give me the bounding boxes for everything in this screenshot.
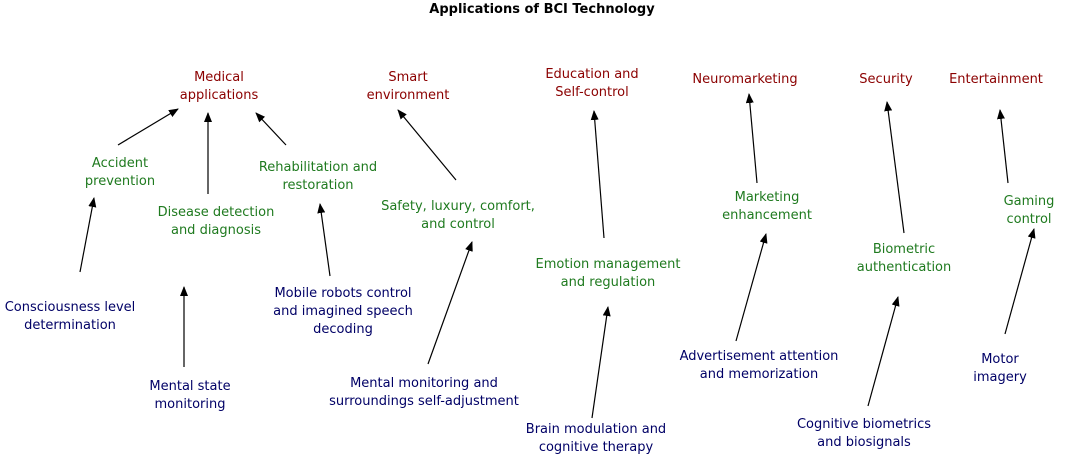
source-cognitive-biometrics: Cognitive biometrics and biosignals xyxy=(796,417,932,450)
arrow-rehab-to-medical xyxy=(255,112,287,146)
arrow-biometric-to-security xyxy=(884,101,905,234)
arrow-marketing-to-neuro xyxy=(745,93,758,184)
arrow-emotion-to-education xyxy=(590,110,605,239)
category-entertainment: Entertainment xyxy=(949,72,1043,87)
source-advertisement-attention: Advertisement attention and memorization xyxy=(679,349,839,382)
source-brain-modulation: Brain modulation and cognitive therapy xyxy=(525,422,667,455)
app-accident-prevention: Accident prevention xyxy=(84,156,156,189)
arrow-mobilerobots-to-rehab xyxy=(317,203,331,277)
source-mobile-robots: Mobile robots control and imagined speec… xyxy=(273,286,413,337)
arrow-mentalmonitoring-to-safety xyxy=(427,241,473,365)
app-emotion-management: Emotion management and regulation xyxy=(535,257,681,290)
source-motor-imagery: Motor imagery xyxy=(973,352,1027,385)
arrow-motor-to-gaming xyxy=(1004,228,1036,335)
app-safety-luxury: Safety, luxury, comfort, and control xyxy=(381,199,535,232)
arrow-consciousness-to-accident xyxy=(79,197,97,273)
arrow-gaming-to-entertainment xyxy=(997,109,1009,184)
arrow-cognitive-to-biometric xyxy=(867,296,900,407)
category-neuromarketing: Neuromarketing xyxy=(692,72,798,87)
source-consciousness-level: Consciousness level determination xyxy=(4,300,136,333)
arrow-accident-to-medical xyxy=(117,108,179,146)
category-education: Education and Self-control xyxy=(545,67,639,100)
category-security: Security xyxy=(859,72,913,87)
arrow-advert-to-marketing xyxy=(735,233,768,342)
app-disease-detection: Disease detection and diagnosis xyxy=(157,205,275,238)
source-mental-state: Mental state monitoring xyxy=(149,379,231,412)
category-smart-environment: Smart environment xyxy=(366,70,450,103)
arrow-brain-to-emotion xyxy=(591,306,611,419)
app-rehabilitation: Rehabilitation and restoration xyxy=(258,160,378,193)
category-medical: Medical applications xyxy=(179,70,259,103)
arrow-safety-to-smart xyxy=(397,109,457,181)
app-gaming-control: Gaming control xyxy=(1003,194,1055,227)
app-marketing-enhancement: Marketing enhancement xyxy=(722,190,812,223)
diagram-title: Applications of BCI Technology xyxy=(429,2,655,17)
app-biometric-authentication: Biometric authentication xyxy=(856,242,952,275)
source-mental-monitoring: Mental monitoring and surroundings self-… xyxy=(329,376,519,409)
